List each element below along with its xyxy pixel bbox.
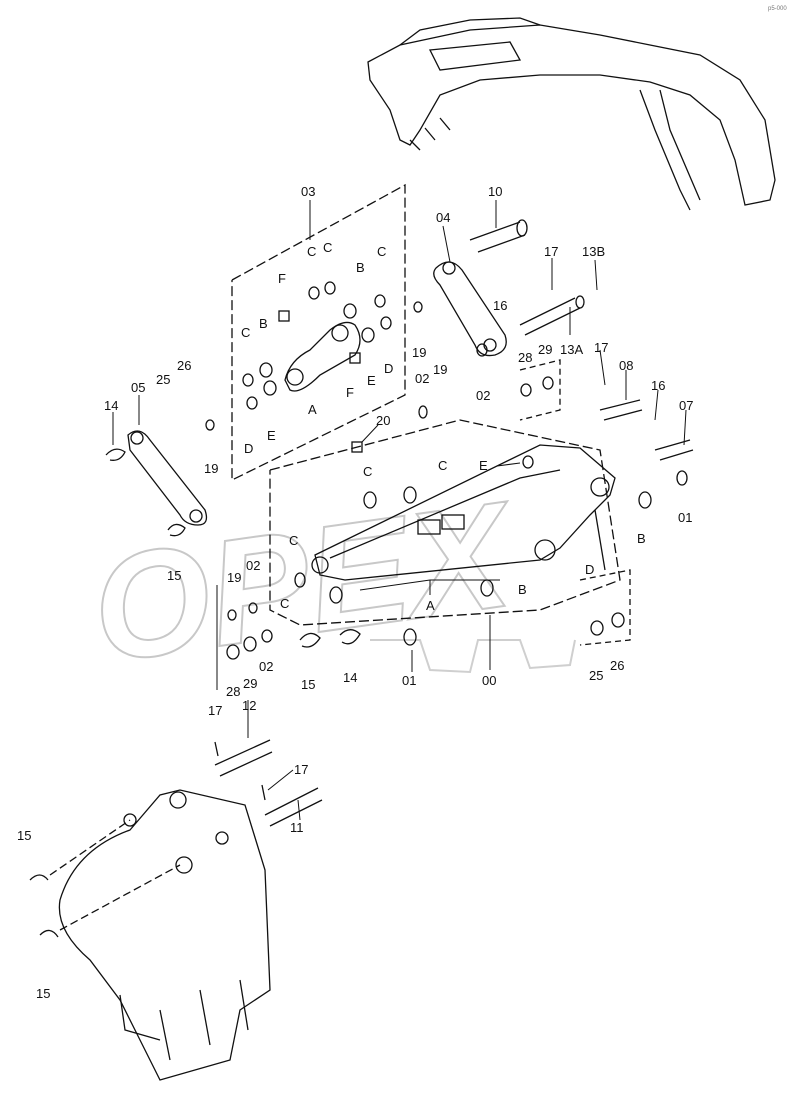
label-25a: 25 — [156, 372, 170, 387]
label-f2: F — [346, 385, 354, 400]
label-c1: C — [307, 244, 316, 259]
kit-03-boundary — [231, 183, 406, 482]
label-10: 10 — [488, 184, 502, 199]
label-29a: 29 — [538, 342, 552, 357]
pin-13a-drawing — [519, 295, 585, 336]
link-05-drawing — [105, 430, 208, 537]
label-04: 04 — [436, 210, 450, 225]
label-a1: A — [308, 402, 317, 417]
label-17b: 17 — [594, 340, 608, 355]
pin-08-drawing — [599, 399, 643, 421]
label-28b: 28 — [226, 684, 240, 699]
label-07: 07 — [679, 398, 693, 413]
label-d2: D — [384, 361, 393, 376]
label-20: 20 — [376, 413, 390, 428]
watermark-gear — [370, 639, 576, 674]
label-12: 12 — [242, 698, 256, 713]
label-05: 05 — [131, 380, 145, 395]
label-14a: 14 — [104, 398, 118, 413]
label-a2: A — [426, 598, 435, 613]
label-02d: 02 — [259, 659, 273, 674]
label-19a: 19 — [412, 345, 426, 360]
label-e3: E — [479, 458, 488, 473]
label-15c: 15 — [17, 828, 31, 843]
label-c3: C — [377, 244, 386, 259]
label-17a: 17 — [544, 244, 558, 259]
label-17d: 17 — [294, 762, 308, 777]
pin-12-drawing — [214, 739, 273, 777]
bushings-kit-03 — [205, 281, 423, 431]
label-28a: 28 — [518, 350, 532, 365]
label-03: 03 — [301, 184, 315, 199]
bucket-drawing — [29, 789, 271, 1081]
corner-code: p5-000 — [768, 6, 787, 12]
label-25b: 25 — [589, 668, 603, 683]
label-c5: C — [363, 464, 372, 479]
label-c8: C — [280, 596, 289, 611]
snap-ring-15 — [299, 632, 321, 648]
label-c6: C — [438, 458, 447, 473]
label-b2: B — [259, 316, 268, 331]
label-11: 11 — [290, 820, 304, 835]
arm-body-drawing — [311, 444, 616, 581]
label-02b: 02 — [476, 388, 490, 403]
label-f1: F — [278, 271, 286, 286]
label-b1: B — [356, 260, 365, 275]
label-d1: D — [244, 441, 253, 456]
label-15d: 15 — [36, 986, 50, 1001]
label-19b: 19 — [433, 362, 447, 377]
label-16a: 16 — [493, 298, 507, 313]
pin-07-drawing — [654, 439, 694, 461]
label-00: 00 — [482, 673, 496, 688]
label-b4: B — [518, 582, 527, 597]
label-15b: 15 — [301, 677, 315, 692]
label-13b: 13B — [582, 244, 605, 259]
label-02c: 02 — [246, 558, 260, 573]
label-c7: C — [289, 533, 298, 548]
label-01a: 01 — [678, 510, 692, 525]
label-16b: 16 — [651, 378, 665, 393]
kit-00-boundary — [269, 419, 621, 626]
label-01b: 01 — [402, 673, 416, 688]
bushings-kit-00 — [226, 343, 688, 660]
leader-lines — [112, 200, 687, 821]
pin-11-drawing — [264, 787, 323, 827]
label-c2: C — [323, 240, 332, 255]
inset-arm-drawing — [367, 17, 776, 211]
label-26b: 26 — [610, 658, 624, 673]
label-19d: 19 — [227, 570, 241, 585]
label-26a: 26 — [177, 358, 191, 373]
pin-10-drawing — [469, 219, 528, 253]
label-e2: E — [367, 373, 376, 388]
label-29b: 29 — [243, 676, 257, 691]
split-pins-17 — [214, 741, 266, 801]
label-14b: 14 — [343, 670, 357, 685]
label-15a: 15 — [167, 568, 181, 583]
label-13a: 13A — [560, 342, 583, 357]
lever-drawing — [284, 321, 361, 392]
label-c4: C — [241, 325, 250, 340]
label-e1: E — [267, 428, 276, 443]
label-17c: 17 — [208, 703, 222, 718]
snap-ring-14 — [339, 629, 361, 645]
label-19c: 19 — [204, 461, 218, 476]
label-02a: 02 — [415, 371, 429, 386]
label-d3: D — [585, 562, 594, 577]
label-08: 08 — [619, 358, 633, 373]
label-b3: B — [637, 531, 646, 546]
